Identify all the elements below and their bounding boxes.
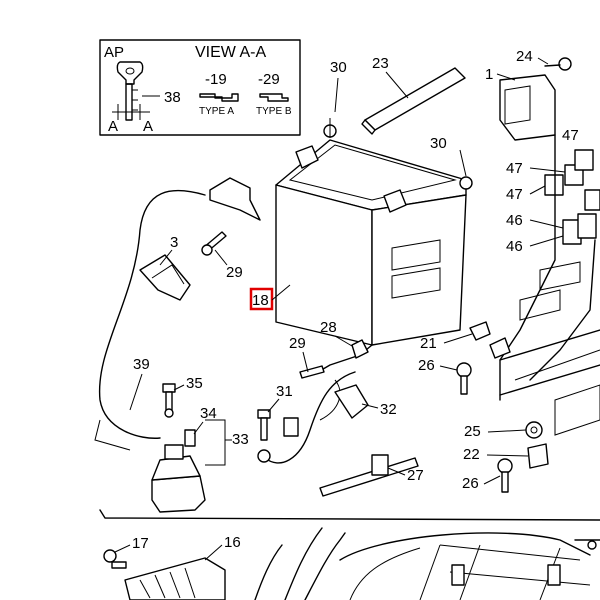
callout-33: 33 (232, 431, 249, 448)
callout-47-mid: 47 (506, 160, 523, 177)
screw-24 (544, 57, 572, 71)
callout-26-upper: 26 (418, 357, 435, 374)
callout-25: 25 (464, 423, 481, 440)
plate-22 (527, 443, 549, 469)
callout-38: 38 (164, 89, 181, 106)
ecu-1 (499, 74, 556, 141)
callout-18: 18 (252, 292, 269, 309)
callout-28: 28 (320, 319, 337, 336)
callout-16: 16 (224, 534, 241, 551)
callout-46-low: 46 (506, 238, 523, 255)
bolt-31 (257, 409, 271, 463)
bracket-21 (469, 321, 491, 341)
callout-31: 31 (276, 383, 293, 400)
callout-17: 17 (132, 535, 149, 552)
callout-39: 39 (133, 356, 150, 373)
highlight-box-18 (249, 287, 274, 311)
section-a-left: A (108, 118, 118, 135)
callout-30-right: 30 (430, 135, 447, 152)
bolt-29-upper (201, 231, 227, 256)
section-a-right: A (143, 118, 153, 135)
callout-22: 22 (463, 446, 480, 463)
band-27 (319, 454, 419, 497)
inset-title: VIEW A-A (195, 44, 266, 61)
callout-24: 24 (516, 48, 533, 65)
callout-21: 21 (420, 335, 437, 352)
callout-29-upper: 29 (226, 264, 243, 281)
view-inset: AP VIEW A-A 38 A A -19 -29 TYPE A TYPE B (99, 39, 301, 136)
rear-frame-grid (339, 532, 600, 600)
type-b-label: TYPE B (256, 106, 292, 117)
fuse-holder (209, 177, 261, 221)
nut-25 (525, 421, 543, 439)
type-a-label: TYPE A (199, 106, 234, 117)
key-icon (112, 61, 160, 121)
callout-30-top: 30 (330, 59, 347, 76)
callout-32: 32 (380, 401, 397, 418)
bolt-29-lower (299, 365, 325, 379)
frame-tube-left (254, 544, 283, 600)
strap-23 (361, 67, 466, 135)
bolt-35 (162, 383, 176, 418)
callout-47-low: 47 (506, 186, 523, 203)
section-divider (99, 509, 600, 521)
callout-26-lower: 26 (462, 475, 479, 492)
type-b-symbol (259, 93, 289, 102)
callout-46-top: 46 (506, 212, 523, 229)
battery (275, 118, 473, 346)
wire-39 (98, 189, 206, 439)
bolt-26-lower (497, 458, 513, 493)
relays-47 (544, 149, 600, 211)
type-b-part: -29 (258, 71, 280, 88)
rectifier-16 (124, 557, 226, 600)
holder-32 (334, 384, 369, 419)
type-a-symbol (199, 93, 239, 102)
callout-1: 1 (485, 66, 493, 83)
type-a-part: -19 (205, 71, 227, 88)
frame-bracket (489, 134, 600, 436)
callout-34: 34 (200, 405, 217, 422)
bolt-26-upper (456, 362, 472, 395)
inset-frame (99, 39, 301, 136)
bolt-17 (103, 549, 127, 569)
starter-relay (151, 429, 206, 513)
fuses-46 (562, 213, 597, 245)
callout-47-top: 47 (562, 127, 579, 144)
callout-23: 23 (372, 55, 389, 72)
callout-35: 35 (186, 375, 203, 392)
callout-3: 3 (170, 234, 178, 251)
callout-27: 27 (407, 467, 424, 484)
clamp-3 (139, 254, 191, 301)
callout-29-lower: 29 (289, 335, 306, 352)
inset-code: AP (104, 44, 124, 61)
